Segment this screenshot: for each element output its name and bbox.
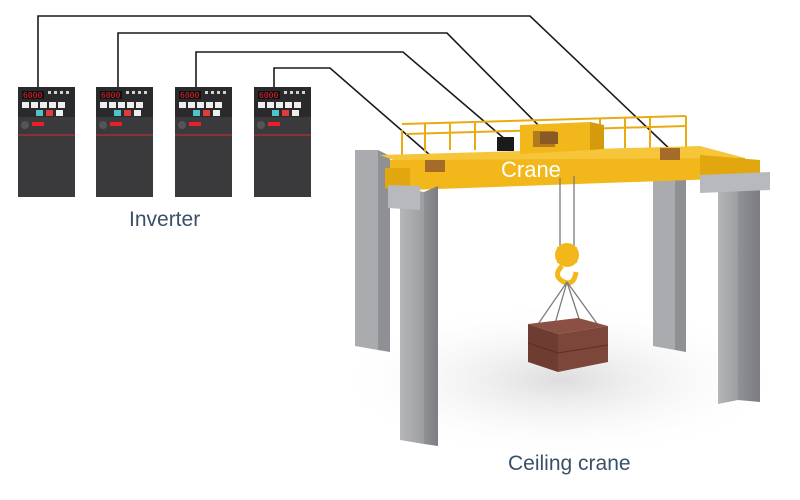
inverter-4: 6000 xyxy=(254,87,311,197)
motor-left xyxy=(425,160,445,172)
hook-assembly xyxy=(533,176,599,335)
wire-1 xyxy=(37,15,677,156)
load-crate xyxy=(527,318,609,372)
inverter-3: 6000 xyxy=(175,87,232,197)
crane-label: Crane xyxy=(501,157,561,182)
wire-3 xyxy=(195,51,507,141)
inverter-2: 6000 xyxy=(96,87,153,197)
inverter-display-3: 6000 xyxy=(180,91,199,100)
wire-4 xyxy=(273,67,439,163)
control-wires xyxy=(37,15,677,163)
inverter-label: Inverter xyxy=(129,208,201,231)
pillar-back-right xyxy=(653,150,686,352)
inverter-display-2: 6000 xyxy=(101,91,120,100)
motor-right xyxy=(660,148,680,160)
inverter-display-1: 6000 xyxy=(23,91,42,100)
inverter-1: 6000 xyxy=(18,87,75,197)
pillar-front-left xyxy=(388,185,438,446)
motor-trolley xyxy=(497,137,514,151)
ceiling-crane-label: Ceiling crane xyxy=(508,452,631,475)
pillar-front-right xyxy=(700,172,770,404)
inverter-display-4: 6000 xyxy=(259,91,278,100)
pillar-back-left xyxy=(355,150,390,352)
motor-hoist xyxy=(540,132,558,144)
wire-2 xyxy=(117,32,551,138)
